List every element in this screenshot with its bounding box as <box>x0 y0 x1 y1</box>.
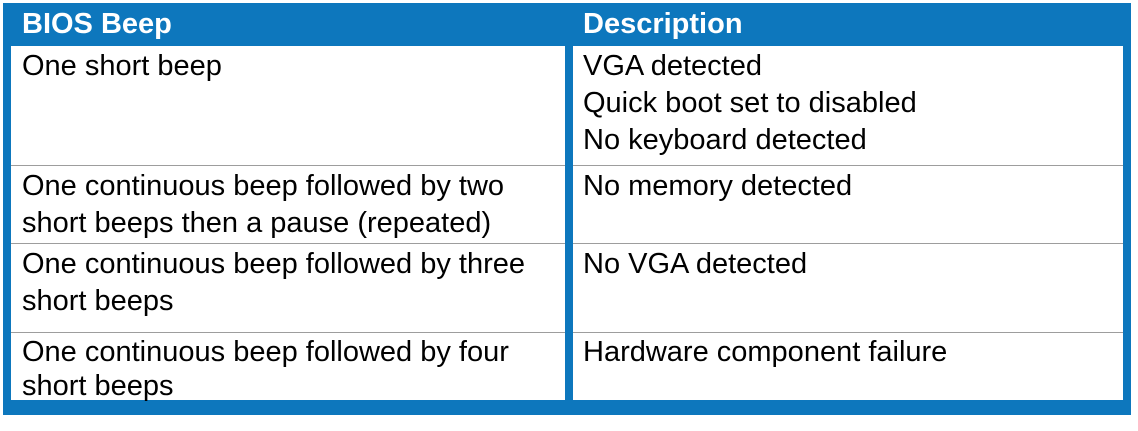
header-cell-bios-beep: BIOS Beep <box>22 8 172 40</box>
beep-cell: One short beep <box>22 50 222 82</box>
column-divider <box>565 243 573 332</box>
column-divider <box>565 46 573 165</box>
bios-beep-table: BIOS Beep Description One short beep VGA… <box>3 3 1131 415</box>
beep-cell: One continuous beep followed by four sho… <box>11 332 565 402</box>
beep-cell: One continuous beep followed by three sh… <box>11 243 565 332</box>
table-header-row: BIOS Beep Description <box>11 3 1123 46</box>
description-cell: VGA detected Quick boot set to disabled … <box>583 50 917 156</box>
description-cell: Hardware component failure <box>573 332 1123 400</box>
column-divider <box>565 3 573 46</box>
table-row: One continuous beep followed by three sh… <box>11 243 1123 332</box>
table-row: One continuous beep followed by two shor… <box>11 165 1123 243</box>
description-cell: No VGA detected <box>573 243 1123 332</box>
table-row: One continuous beep followed by four sho… <box>11 332 1123 402</box>
column-divider <box>565 332 573 400</box>
beep-cell: One continuous beep followed by two shor… <box>11 165 565 243</box>
column-divider <box>565 165 573 243</box>
description-cell: No memory detected <box>573 165 1123 243</box>
header-cell-description: Description <box>583 8 743 40</box>
table-row: One short beep VGA detected Quick boot s… <box>11 46 1123 165</box>
